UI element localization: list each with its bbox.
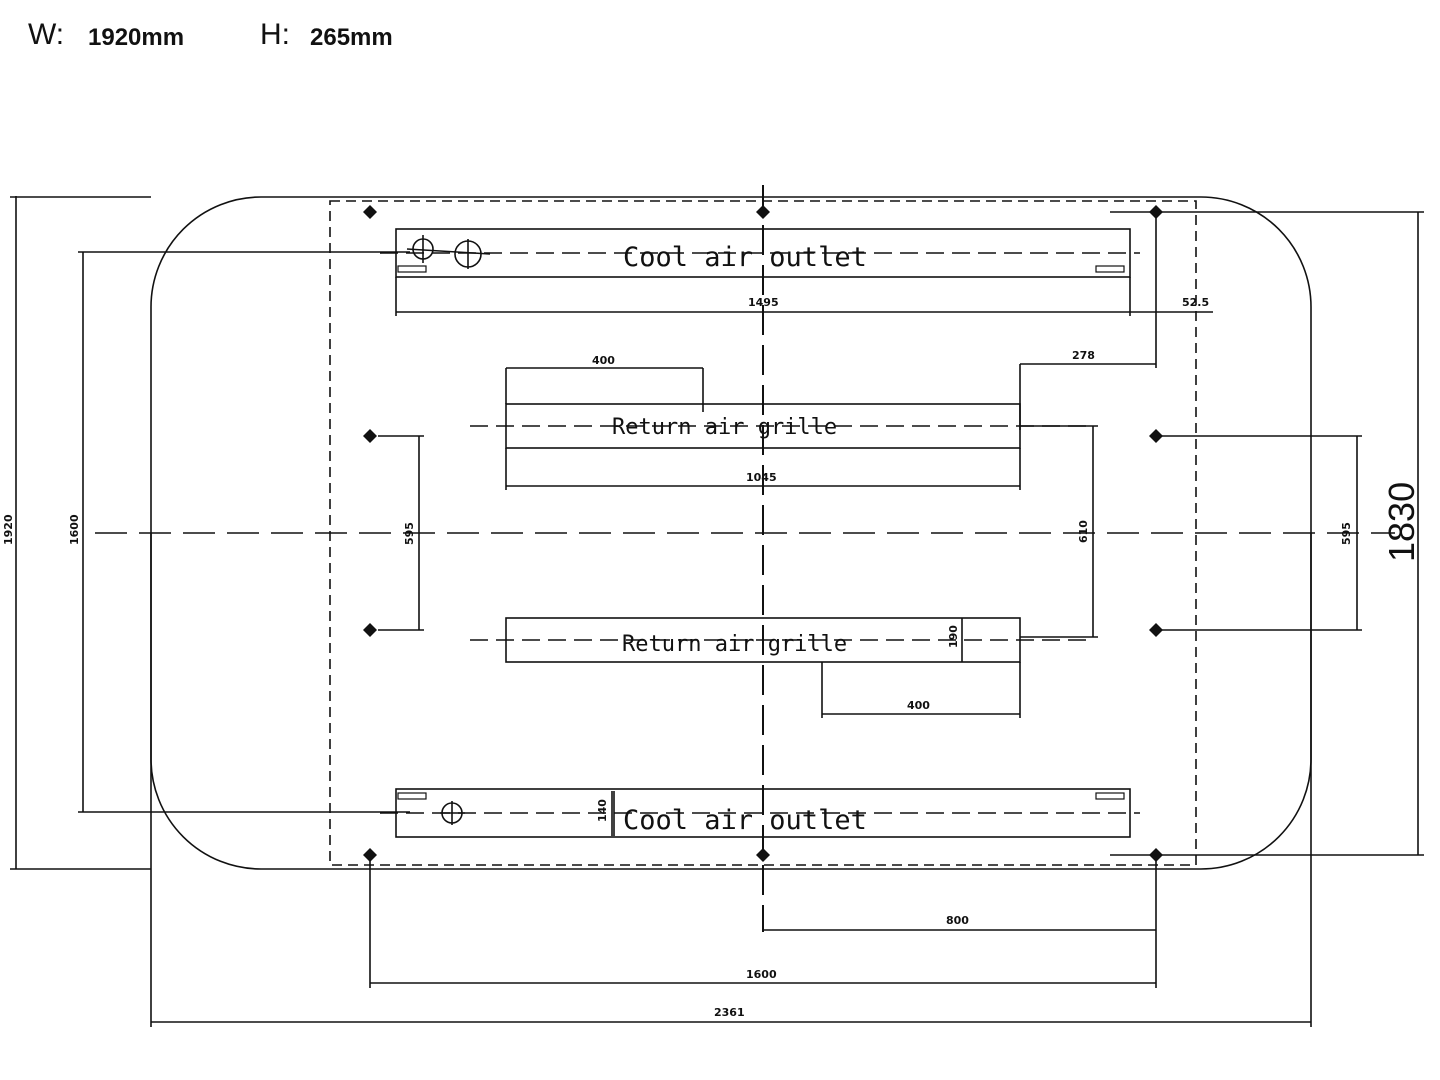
dim-overall-height-right: 1830 (1381, 482, 1422, 562)
dim-grille-length: 1045 (746, 471, 777, 484)
dim-overall-height-left: 1920 (2, 514, 15, 545)
dim-grille-width: 190 (947, 625, 960, 648)
width-value: 1920mm (88, 24, 185, 51)
dim-mount-spacing-right: 595 (1340, 522, 1353, 545)
mount-point-6 (363, 623, 377, 637)
mount-point-10 (1149, 848, 1163, 862)
mount-point-5 (1149, 429, 1163, 443)
dim-grille-spacing: 610 (1077, 520, 1090, 543)
cool-air-outlet-bottom-label: Cool air outlet (623, 805, 867, 836)
cool-air-outlet-top-label: Cool air outlet (623, 242, 867, 273)
mount-point-7 (1149, 623, 1163, 637)
dim-grille-offset-bottom: 400 (907, 699, 930, 712)
height-key: H: (260, 18, 290, 51)
dim-offset-525: 52.5 (1182, 296, 1209, 309)
mount-point-4 (363, 429, 377, 443)
width-key: W: (28, 18, 65, 51)
dim-half-mount-span: 800 (946, 914, 969, 927)
mount-point-1 (363, 205, 377, 219)
dim-outlet-length: 1495 (748, 296, 779, 309)
height-value: 265mm (310, 24, 393, 51)
mount-point-2 (756, 205, 770, 219)
mount-point-9 (756, 848, 770, 862)
dim-grille-offset-top: 400 (592, 354, 615, 367)
dim-inner-height-left: 1600 (68, 514, 81, 545)
return-air-grille-top-label: Return air grille (612, 415, 837, 440)
mount-point-3 (1149, 205, 1163, 219)
mount-point-8 (363, 848, 377, 862)
dim-overall-width: 2361 (714, 1006, 745, 1019)
return-air-grille-bottom-label: Return air grille (622, 632, 847, 657)
dim-outlet-width: 140 (596, 799, 609, 822)
dim-offset-278: 278 (1072, 349, 1095, 362)
dim-mount-spacing-left: 595 (403, 522, 416, 545)
dim-mount-span: 1600 (746, 968, 777, 981)
dimension-header: W: 1920mm H: 265mm (28, 18, 528, 58)
